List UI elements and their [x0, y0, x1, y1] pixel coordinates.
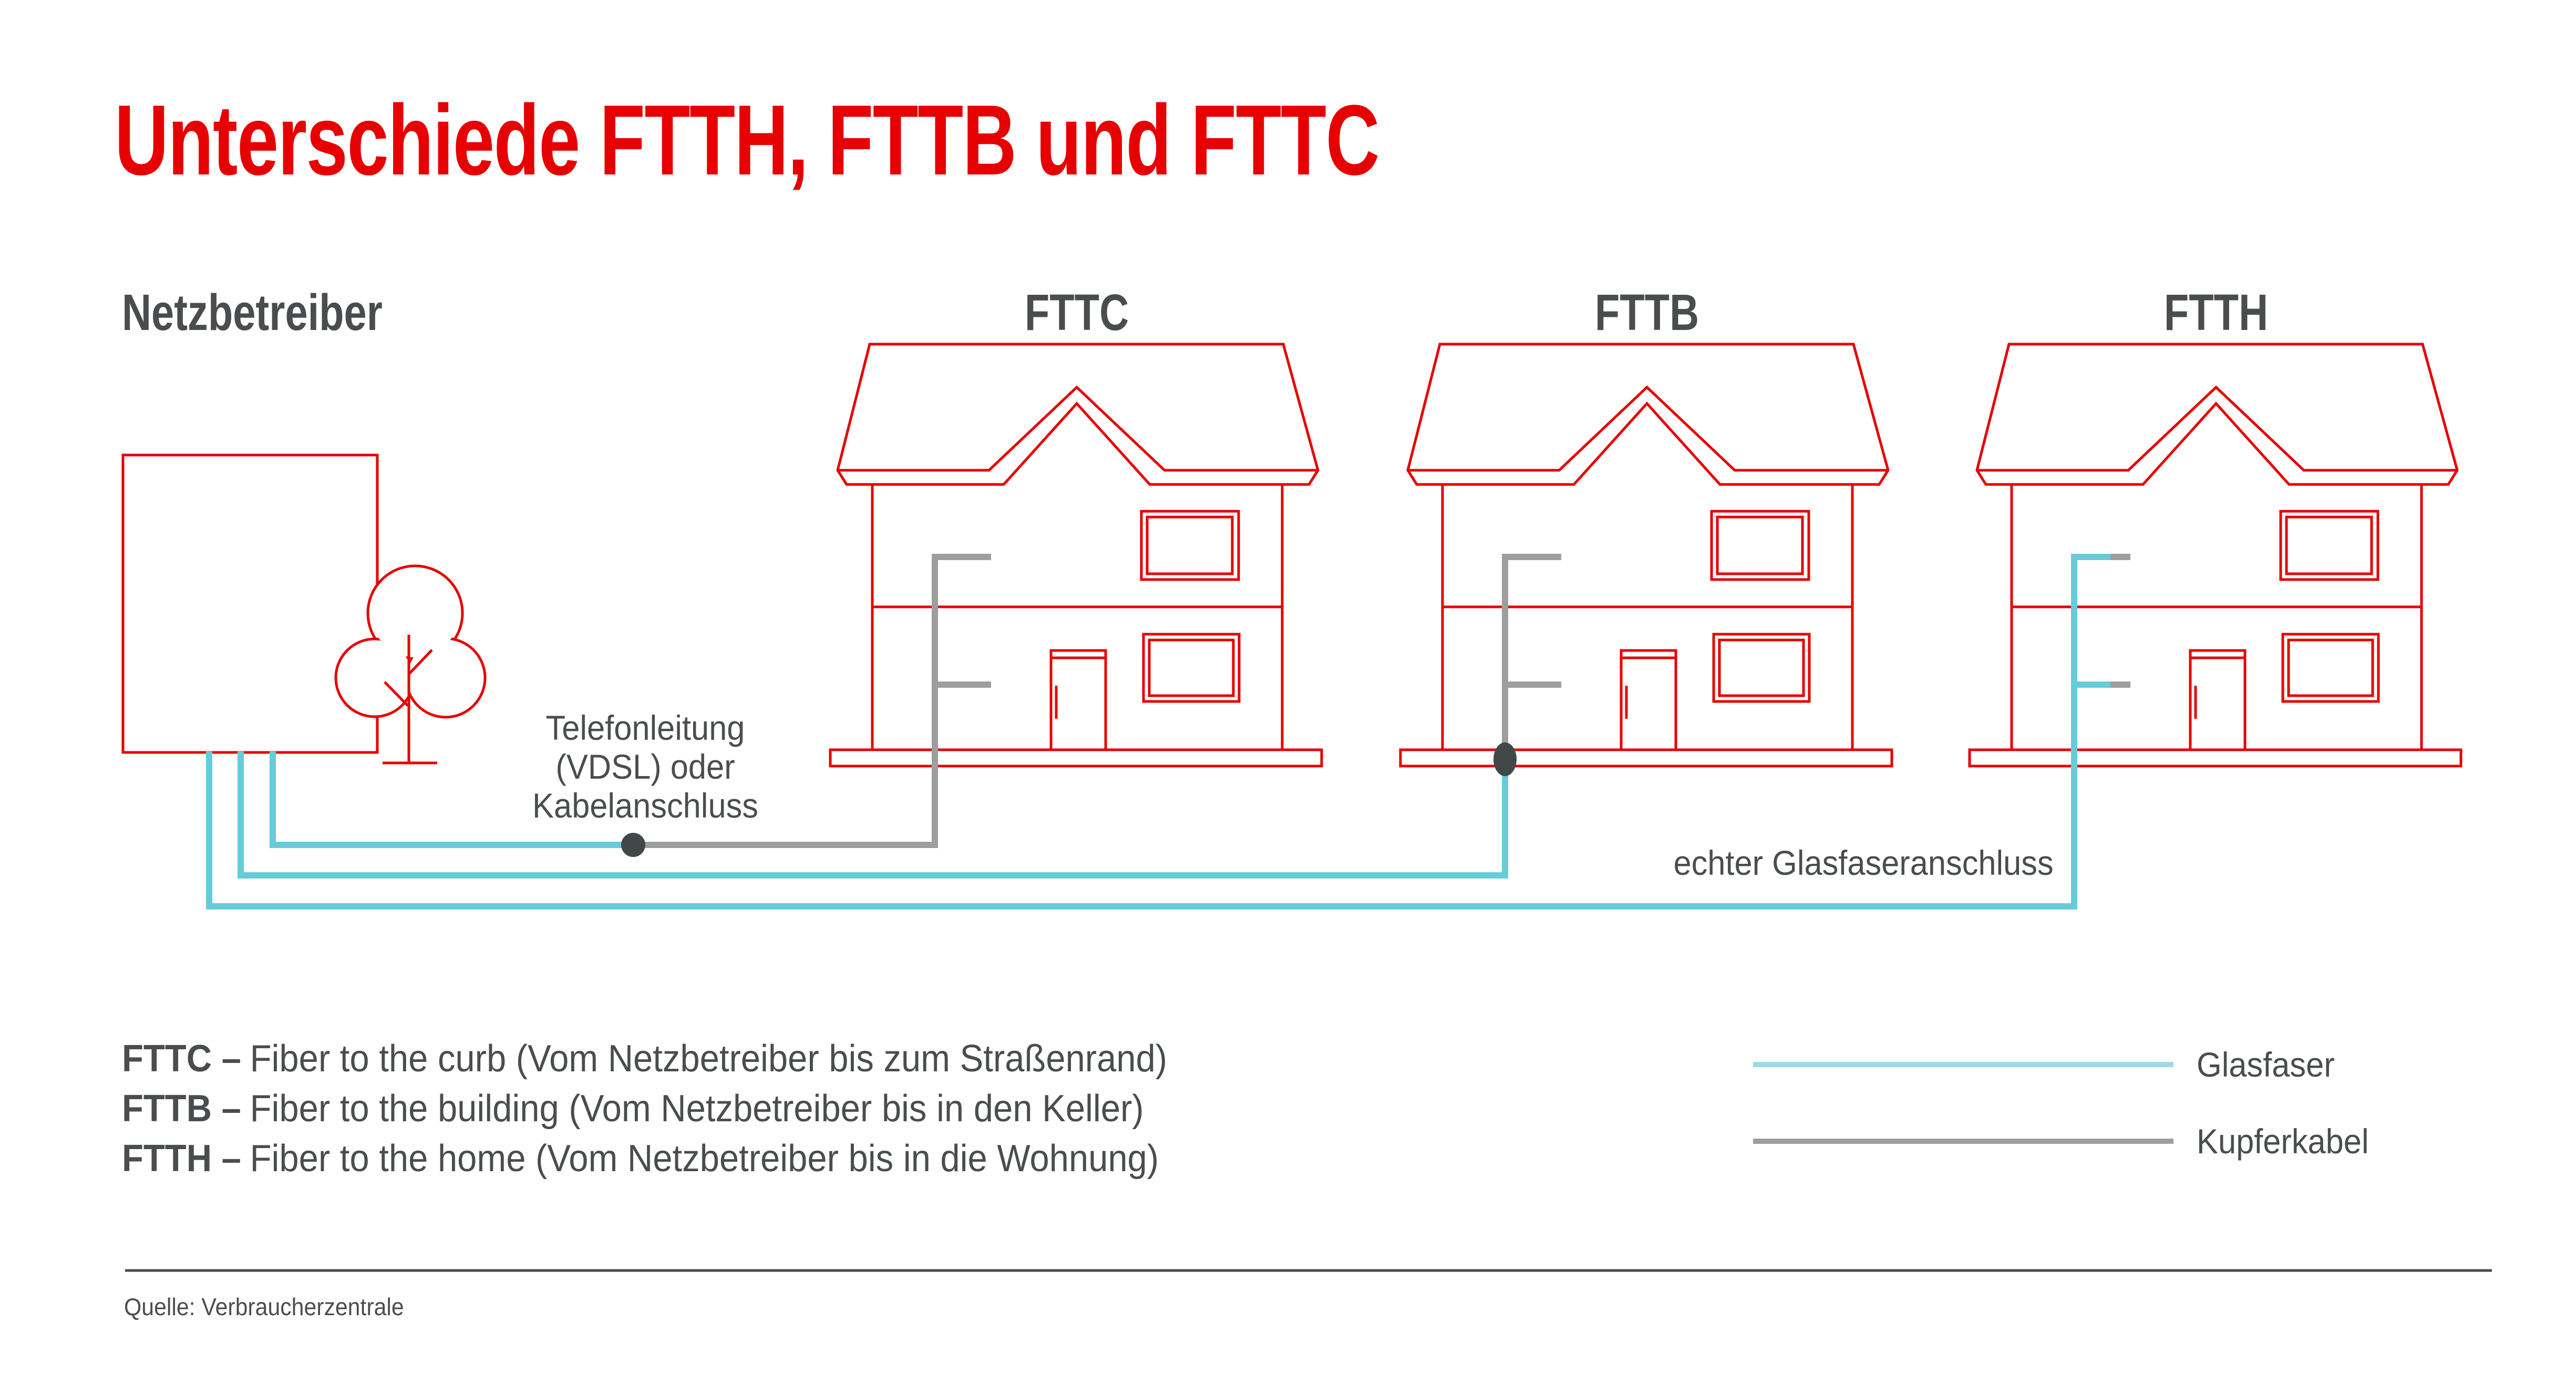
fttc-copper-line [633, 554, 991, 848]
legend-term-fttc: FTTC – [122, 1038, 241, 1080]
copper-annotation: Telefonleitung (VDSL) oder Kabelanschlus… [532, 708, 758, 825]
page-title: Unterschiede FTTH, FTTB und FTTC [115, 85, 1380, 196]
house-fttc [830, 344, 1322, 766]
legend-term-ftth: FTTH – [122, 1138, 241, 1180]
legend-definition-fttc: FTTC –Fiber to the curb (Vom Netzbetreib… [122, 1034, 1167, 1084]
fttb-junction-dot [1493, 742, 1517, 776]
house-ftth [1970, 344, 2461, 766]
ftth-fiber-line [206, 554, 2110, 910]
house-label-fttb: FTTB [1594, 284, 1699, 341]
copper-annotation-line1: Telefonleitung [545, 708, 745, 747]
house-fttb [1400, 344, 1892, 766]
operator-building [121, 453, 379, 754]
fttb-fiber-line [238, 751, 1508, 879]
legend-definition-fttb: FTTB –Fiber to the building (Vom Netzbet… [122, 1084, 1167, 1134]
legend-label-kupferkabel: Kupferkabel [2197, 1122, 2369, 1161]
source-note: Quelle: Verbraucherzentrale [124, 1293, 404, 1320]
legend-definition-ftth: FTTH –Fiber to the home (Vom Netzbetreib… [122, 1134, 1167, 1184]
house-label-ftth: FTTH [2163, 284, 2269, 341]
legend-rest-ftth: Fiber to the home (Vom Netzbetreiber bis… [250, 1138, 1159, 1180]
legend-definitions: FTTC –Fiber to the curb (Vom Netzbetreib… [122, 1034, 1167, 1184]
fttb-copper-line [1502, 554, 1561, 760]
legend-rest-fttb: Fiber to the building (Vom Netzbetreiber… [250, 1088, 1144, 1130]
fiber-annotation: echter Glasfaseranschluss [1673, 843, 2054, 882]
copper-annotation-line2: (VDSL) oder [555, 747, 735, 786]
legend-rest-fttc: Fiber to the curb (Vom Netzbetreiber bis… [250, 1038, 1168, 1080]
legend-label-glasfaser: Glasfaser [2197, 1045, 2335, 1084]
fttc-fiber-line [270, 751, 633, 848]
house-label-fttc: FTTC [1024, 284, 1129, 341]
fttc-junction-dot [621, 833, 645, 857]
legend-term-fttb: FTTB – [122, 1088, 241, 1130]
tree-icon [334, 564, 487, 765]
operator-label: Netzbetreiber [122, 284, 383, 341]
ftth-copper-tails [2110, 554, 2130, 688]
copper-annotation-line3: Kabelanschluss [532, 786, 758, 825]
